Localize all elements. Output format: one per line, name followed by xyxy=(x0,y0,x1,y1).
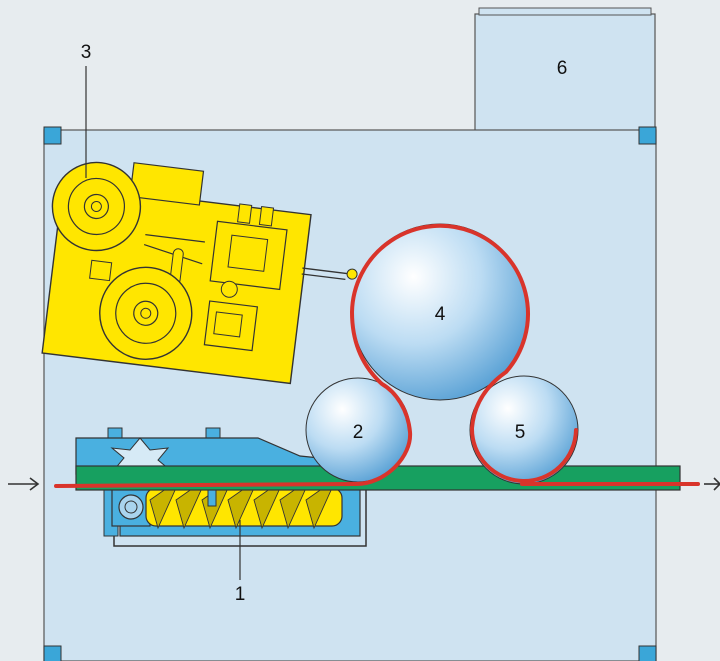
corner-block xyxy=(638,645,657,661)
yellow-machine xyxy=(41,161,358,385)
label-1: 1 xyxy=(235,584,246,605)
motor-icon xyxy=(118,494,144,520)
reel-lower xyxy=(99,266,193,360)
label-4: 4 xyxy=(435,304,446,325)
upper-cabinet-lid xyxy=(478,7,652,16)
label-6: 6 xyxy=(557,58,568,79)
flow-arrows xyxy=(8,477,720,491)
label-3: 3 xyxy=(81,42,92,63)
screw-conveyor xyxy=(145,485,343,530)
label-5: 5 xyxy=(515,422,526,443)
leader-lines xyxy=(85,66,241,580)
corner-block xyxy=(638,126,657,145)
material-path xyxy=(54,223,700,488)
label-2: 2 xyxy=(353,422,364,443)
upper-cabinet xyxy=(474,13,656,135)
corner-block xyxy=(43,645,62,661)
arm-linkage xyxy=(302,267,351,275)
reel-upper xyxy=(51,161,142,252)
corner-block xyxy=(43,126,62,145)
